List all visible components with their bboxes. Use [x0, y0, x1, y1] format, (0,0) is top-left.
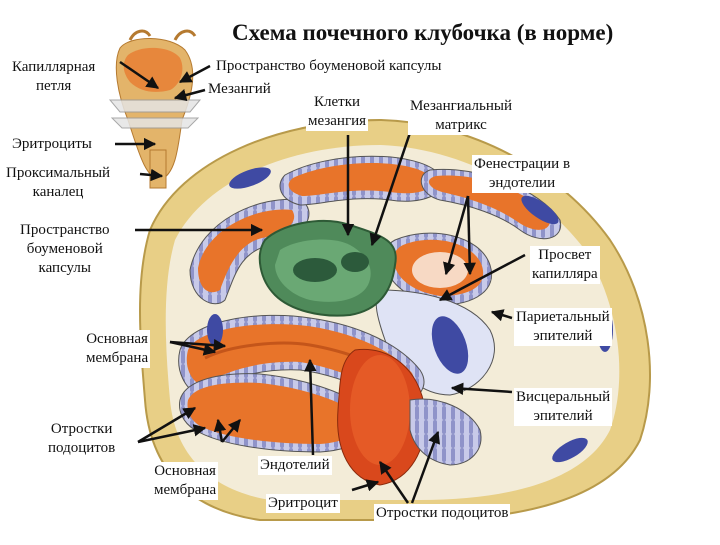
arrow-proximal-tubule — [139, 168, 164, 182]
arrow-fenestration-1 — [443, 195, 470, 276]
arrow-podocyte-left-2 — [137, 406, 197, 444]
label-basement-membrane-bottom: Основная мембрана — [152, 462, 219, 500]
arrow-capillary-loop — [119, 60, 160, 90]
label-podocyte-processes-left: Отростки подоцитов — [46, 420, 118, 458]
label-parietal-epithelium: Париетальный эпителий — [514, 308, 612, 346]
label-capillary-lumen: Просвет капилляра — [530, 246, 600, 284]
inset-glomerulus — [108, 29, 202, 189]
label-podocyte-processes-bottom: Отростки подоцитов — [374, 504, 511, 523]
diagram-title: Схема почечного клубочка (в норме) — [232, 20, 614, 45]
label-erythrocytes: Эритроциты — [10, 135, 94, 154]
label-visceral-epithelium: Висцеральный эпителий — [514, 388, 613, 426]
arrow-podocyte-bottom-1 — [378, 460, 410, 504]
label-mesangial-cells: Клетки мезангия — [306, 93, 369, 131]
label-erythrocyte: Эритроцит — [266, 494, 340, 513]
arrow-mesangium — [173, 88, 206, 102]
mesangium-core — [258, 219, 397, 317]
label-proximal-tubule: Проксимальный каналец — [4, 164, 113, 202]
label-fenestrations: Фенестрации в эндотелии — [472, 155, 573, 193]
arrow-fenestration-2 — [463, 195, 476, 276]
arrow-capillary-lumen — [438, 253, 526, 302]
arrow-basement-bottom-1 — [213, 418, 227, 443]
label-bowman-space-top: Пространство боуменовой капсулы — [214, 57, 444, 76]
arrow-erythrocyte — [351, 479, 380, 492]
arrow-visceral-epithelium — [450, 382, 513, 395]
arrow-podocyte-bottom-2 — [410, 430, 441, 504]
label-basement-membrane-left: Основная мембрана — [84, 330, 151, 368]
label-endothelium: Эндотелий — [258, 456, 332, 475]
label-bowman-space: Пространство боуменовой капсулы — [18, 221, 112, 278]
label-mesangial-matrix: Мезангиальный матрикс — [408, 97, 515, 135]
arrow-parietal-epithelium — [490, 309, 513, 322]
arrow-bowman-space-top — [178, 64, 211, 84]
pointer-arrows — [115, 60, 526, 504]
arrow-podocyte-left-1 — [137, 424, 207, 444]
arrow-basement-membrane-2 — [169, 340, 217, 356]
arrow-endothelium — [304, 358, 317, 456]
label-capillary-loop: Капиллярная петля — [10, 58, 98, 96]
label-mesangium: Мезангий — [206, 80, 273, 99]
arrow-mesangial-matrix — [369, 117, 417, 247]
arrow-basement-bottom-2 — [221, 419, 241, 443]
